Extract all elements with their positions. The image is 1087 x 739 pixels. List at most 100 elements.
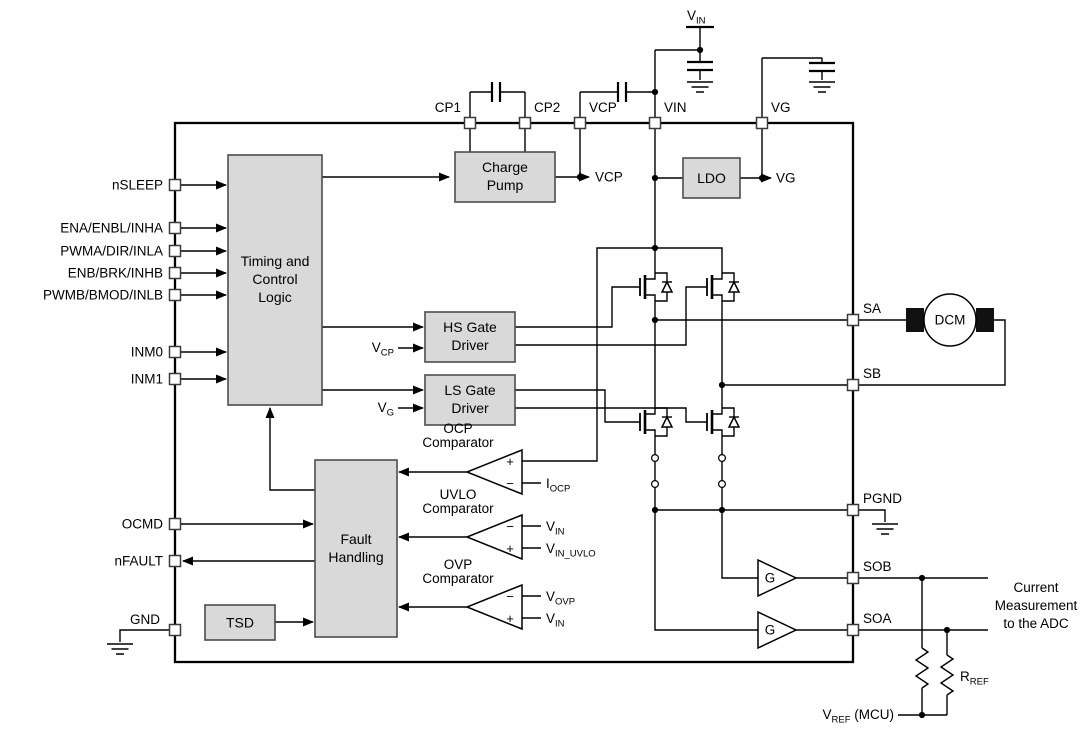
vin-uvlo-label: VIN_UVLO xyxy=(546,541,596,560)
hs-driver-label: HS Gate xyxy=(443,319,497,335)
vovp-label: VOVP xyxy=(546,589,575,608)
pin-label: ENB/BRK/INHB xyxy=(68,266,163,281)
timing-label: Logic xyxy=(258,289,291,305)
tsd-label: TSD xyxy=(226,615,254,631)
vin-label: VIN xyxy=(546,519,565,538)
pin-label: CP1 xyxy=(435,100,461,115)
rref-label: RREF xyxy=(960,669,989,688)
pin-vcp: VCP xyxy=(573,100,617,130)
pin-nsleep: nSLEEP xyxy=(112,178,182,193)
pin-label: INM0 xyxy=(131,345,163,360)
pin-cp2: CP2 xyxy=(518,100,560,130)
sense-nodes xyxy=(650,454,726,489)
pin-label: OCMD xyxy=(122,517,163,532)
chip-boundary xyxy=(173,121,855,664)
vin-label: VIN xyxy=(546,611,565,630)
vref-label: VREF (MCU) xyxy=(822,707,894,726)
ovp-title: Comparator xyxy=(422,571,494,586)
charge-pump-label: Pump xyxy=(487,177,524,193)
pin-sa: SA xyxy=(846,301,881,327)
ldo-label: LDO xyxy=(697,170,726,186)
pin-label: PWMB/BMOD/INLB xyxy=(43,288,163,303)
pin-label: GND xyxy=(130,612,160,627)
pin-pwmb-bmod-inlb: PWMB/BMOD/INLB xyxy=(43,288,182,303)
mosfet-hs-b-icon xyxy=(694,263,741,311)
pin-vin: VIN xyxy=(648,100,687,130)
capacitor-vin-icon xyxy=(687,60,713,72)
iocp-label: IOCP xyxy=(546,476,570,495)
pin-ocmd: OCMD xyxy=(122,517,182,532)
pin-label: SB xyxy=(863,366,881,381)
adc-note: to the ADC xyxy=(1003,616,1069,631)
pin-label: VCP xyxy=(589,100,617,115)
vin-supply-label: VIN xyxy=(687,8,706,27)
pin-label: SOA xyxy=(863,611,892,626)
pin-nfault: nFAULT xyxy=(114,554,182,569)
minus-sign: − xyxy=(506,519,514,534)
ocp-title: Comparator xyxy=(422,435,494,450)
capacitor-cp-icon xyxy=(490,82,502,102)
timing-label: Timing and xyxy=(241,253,310,269)
sense-amp-soa: G xyxy=(757,610,798,650)
block-ls-gate-driver: LS Gate Driver xyxy=(424,374,516,426)
block-timing-control-logic: Timing and Control Logic xyxy=(227,154,323,406)
hs-driver-label: Driver xyxy=(451,337,489,353)
minus-sign: − xyxy=(506,476,514,491)
comparator-ovp: OVP Comparator − + VOVP VIN xyxy=(422,557,575,631)
block-hs-gate-driver: HS Gate Driver xyxy=(424,311,516,363)
pin-soa: SOA xyxy=(846,611,892,637)
ls-driver-label: LS Gate xyxy=(444,382,496,398)
pin-sb: SB xyxy=(846,366,881,392)
minus-sign: − xyxy=(506,589,514,604)
block-charge-pump: Charge Pump xyxy=(454,151,556,203)
capacitor-vg-icon xyxy=(809,61,835,73)
pin-enb-brk-inhb: ENB/BRK/INHB xyxy=(68,266,182,281)
wiring xyxy=(119,25,1006,716)
pin-label: SOB xyxy=(863,559,892,574)
mosfet-ls-b-icon xyxy=(694,398,741,446)
pin-inm0: INM0 xyxy=(131,345,182,360)
plus-sign: + xyxy=(506,541,514,556)
uvlo-title: Comparator xyxy=(422,501,494,516)
pin-pwma-dir-inla: PWMA/DIR/INLA xyxy=(60,244,182,259)
gain-label: G xyxy=(765,571,776,586)
timing-label: Control xyxy=(252,271,297,287)
ground-icon xyxy=(686,81,714,93)
uvlo-title: UVLO xyxy=(440,487,477,502)
pin-label: nSLEEP xyxy=(112,178,163,193)
pin-label: VIN xyxy=(664,100,687,115)
mosfet-hs-a-icon xyxy=(627,263,674,311)
pin-pgnd: PGND xyxy=(846,491,902,517)
resistor-rref-icon xyxy=(915,647,929,689)
ocp-title: OCP xyxy=(443,421,472,436)
ground-icon xyxy=(106,643,134,655)
fault-label: Handling xyxy=(328,549,383,565)
motor-dcm: DCM xyxy=(906,293,994,347)
adc-note: Measurement xyxy=(995,598,1078,613)
pin-sob: SOB xyxy=(846,559,892,585)
pin-cp1: CP1 xyxy=(435,100,477,130)
vg-in-label: VG xyxy=(378,400,394,419)
vcp-in-label: VCP xyxy=(372,340,394,359)
plus-sign: + xyxy=(506,454,514,469)
pin-label: VG xyxy=(771,100,791,115)
vg-out-label: VG xyxy=(776,171,796,186)
ovp-title: OVP xyxy=(444,557,473,572)
gain-label: G xyxy=(765,623,776,638)
block-ldo: LDO xyxy=(682,157,741,199)
resistor-rref-icon xyxy=(940,654,954,696)
pin-gnd: GND xyxy=(130,612,182,637)
ls-driver-label: Driver xyxy=(451,400,489,416)
comparator-ocp: OCP Comparator + − IOCP xyxy=(422,421,570,496)
pin-label: nFAULT xyxy=(114,554,163,569)
pin-label: PGND xyxy=(863,491,902,506)
vcp-out-label: VCP xyxy=(595,170,623,185)
mosfet-ls-a-icon xyxy=(627,398,674,446)
pin-label: PWMA/DIR/INLA xyxy=(60,244,163,259)
fault-label: Fault xyxy=(340,531,371,547)
adc-note: Current xyxy=(1013,580,1058,595)
comparator-uvlo: UVLO Comparator − + VIN VIN_UVLO xyxy=(422,487,596,561)
pin-label: CP2 xyxy=(534,100,560,115)
